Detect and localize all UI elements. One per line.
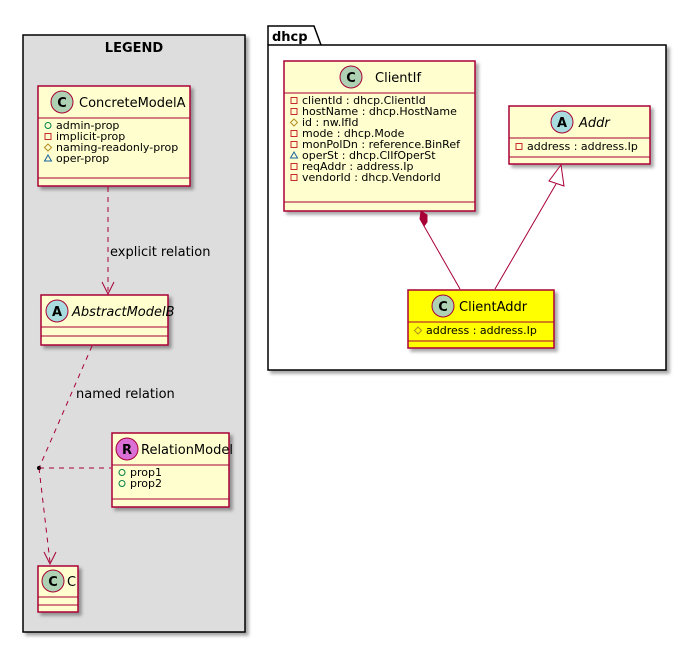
attribute-text: vendorId : dhcp.VendorId xyxy=(302,171,441,184)
generalization-edge xyxy=(494,163,565,290)
explicit-relation-edge: explicit relation xyxy=(101,187,210,296)
class-stereotype-icon xyxy=(50,90,74,114)
generalization-triangle xyxy=(548,163,565,187)
stereotype-letter: A xyxy=(557,116,567,131)
stereotype-letter: R xyxy=(122,443,132,458)
relation-model-name: RelationModel xyxy=(141,443,233,458)
class-stereotype-icon xyxy=(431,294,455,318)
client-if-box xyxy=(283,60,476,212)
visibility-private-icon xyxy=(290,163,298,170)
attribute-text: address : address.Ip xyxy=(527,140,638,153)
client-if-class[interactable]: C ClientIf clientId : dhcp.ClientIdhostN… xyxy=(283,60,476,212)
composition-line xyxy=(423,225,461,290)
attribute-text: monPolDn : reference.BinRef xyxy=(302,138,461,151)
visibility-protected-icon xyxy=(413,326,423,335)
package-tab xyxy=(267,25,322,46)
c-name: C xyxy=(67,575,76,590)
composition-edge xyxy=(419,210,461,290)
attribute-text: mode : dhcp.Mode xyxy=(302,127,405,140)
attribute-text: hostName : dhcp.HostName xyxy=(302,105,457,118)
composition-diamond xyxy=(419,210,428,227)
named-relation-edge: named relation xyxy=(37,345,175,566)
stereotype-letter: C xyxy=(438,300,448,315)
concrete-model-a-name: ConcreteModelA xyxy=(79,96,186,111)
dhcp-package: dhcp C ClientIf clientId : dhcp.ClientId… xyxy=(267,25,667,371)
client-addr-attributes: address : address.Ip xyxy=(413,324,537,337)
abstract-model-b-class[interactable]: A AbstractModelB xyxy=(40,294,175,346)
attribute-text: naming-readonly-prop xyxy=(56,141,178,154)
relation-stereotype-icon xyxy=(115,437,139,461)
stereotype-letter: C xyxy=(346,71,356,86)
visibility-private-icon xyxy=(290,174,298,181)
abstract-stereotype-icon xyxy=(45,299,69,323)
attribute-text: admin-prop xyxy=(56,119,119,132)
visibility-package-icon xyxy=(289,151,299,159)
client-addr-class[interactable]: C ClientAddr address : address.Ip xyxy=(407,289,555,349)
legend-title: LEGEND xyxy=(105,41,164,56)
attribute-text: address : address.Ip xyxy=(426,324,537,337)
arrow-head xyxy=(101,281,115,296)
addr-name: Addr xyxy=(578,116,611,131)
attribute-text: prop2 xyxy=(130,477,162,490)
visibility-private-icon xyxy=(290,130,298,137)
addr-attributes: address : address.Ip xyxy=(515,140,638,153)
visibility-protected-icon xyxy=(289,118,299,127)
visibility-private-icon xyxy=(44,133,52,140)
attribute-text: prop1 xyxy=(130,466,162,479)
named-relation-line xyxy=(38,345,93,469)
visibility-private-icon xyxy=(290,97,298,104)
visibility-protected-icon xyxy=(43,143,53,152)
abstract-model-b-name: AbstractModelB xyxy=(71,305,175,320)
explicit-relation-label: explicit relation xyxy=(110,245,210,260)
visibility-private-icon xyxy=(290,141,298,148)
visibility-private-icon xyxy=(290,108,298,115)
client-if-name: ClientIf xyxy=(375,71,421,86)
client-addr-box xyxy=(407,289,555,349)
attribute-text: id : nw.IfId xyxy=(302,116,359,129)
class-stereotype-icon xyxy=(339,65,363,89)
stereotype-letter: C xyxy=(48,575,58,590)
concrete-model-a-attributes: admin-propimplicit-propnaming-readonly-p… xyxy=(43,119,178,165)
attribute-text: implicit-prop xyxy=(56,130,125,143)
visibility-public-icon xyxy=(118,480,126,487)
addr-box xyxy=(508,105,651,165)
attribute-text: clientId : dhcp.ClientId xyxy=(302,94,426,107)
arrow-head xyxy=(43,551,57,566)
stereotype-letter: C xyxy=(57,96,67,111)
named-relation-label: named relation xyxy=(76,387,175,402)
legend-group: LEGEND C ConcreteModelA admin-propimplic… xyxy=(22,34,246,633)
attribute-text: reqAddr : address.Ip xyxy=(302,160,414,173)
class-stereotype-icon xyxy=(41,569,65,593)
addr-class[interactable]: A Addr address : address.Ip xyxy=(508,105,651,165)
visibility-private-icon xyxy=(515,143,523,150)
visibility-public-icon xyxy=(118,469,126,476)
package-name: dhcp xyxy=(272,30,308,45)
stereotype-letter: A xyxy=(52,305,62,320)
generalization-line xyxy=(494,183,557,290)
attribute-text: operSt : dhcp.ClIfOperSt xyxy=(302,149,436,162)
c-class[interactable]: C C xyxy=(37,565,79,613)
visibility-package-icon xyxy=(43,154,53,162)
visibility-public-icon xyxy=(44,122,52,129)
abstract-stereotype-icon xyxy=(550,110,574,134)
concrete-model-a-class[interactable]: C ConcreteModelA admin-propimplicit-prop… xyxy=(37,85,191,187)
attribute-text: oper-prop xyxy=(56,152,109,165)
client-addr-name: ClientAddr xyxy=(459,300,528,315)
